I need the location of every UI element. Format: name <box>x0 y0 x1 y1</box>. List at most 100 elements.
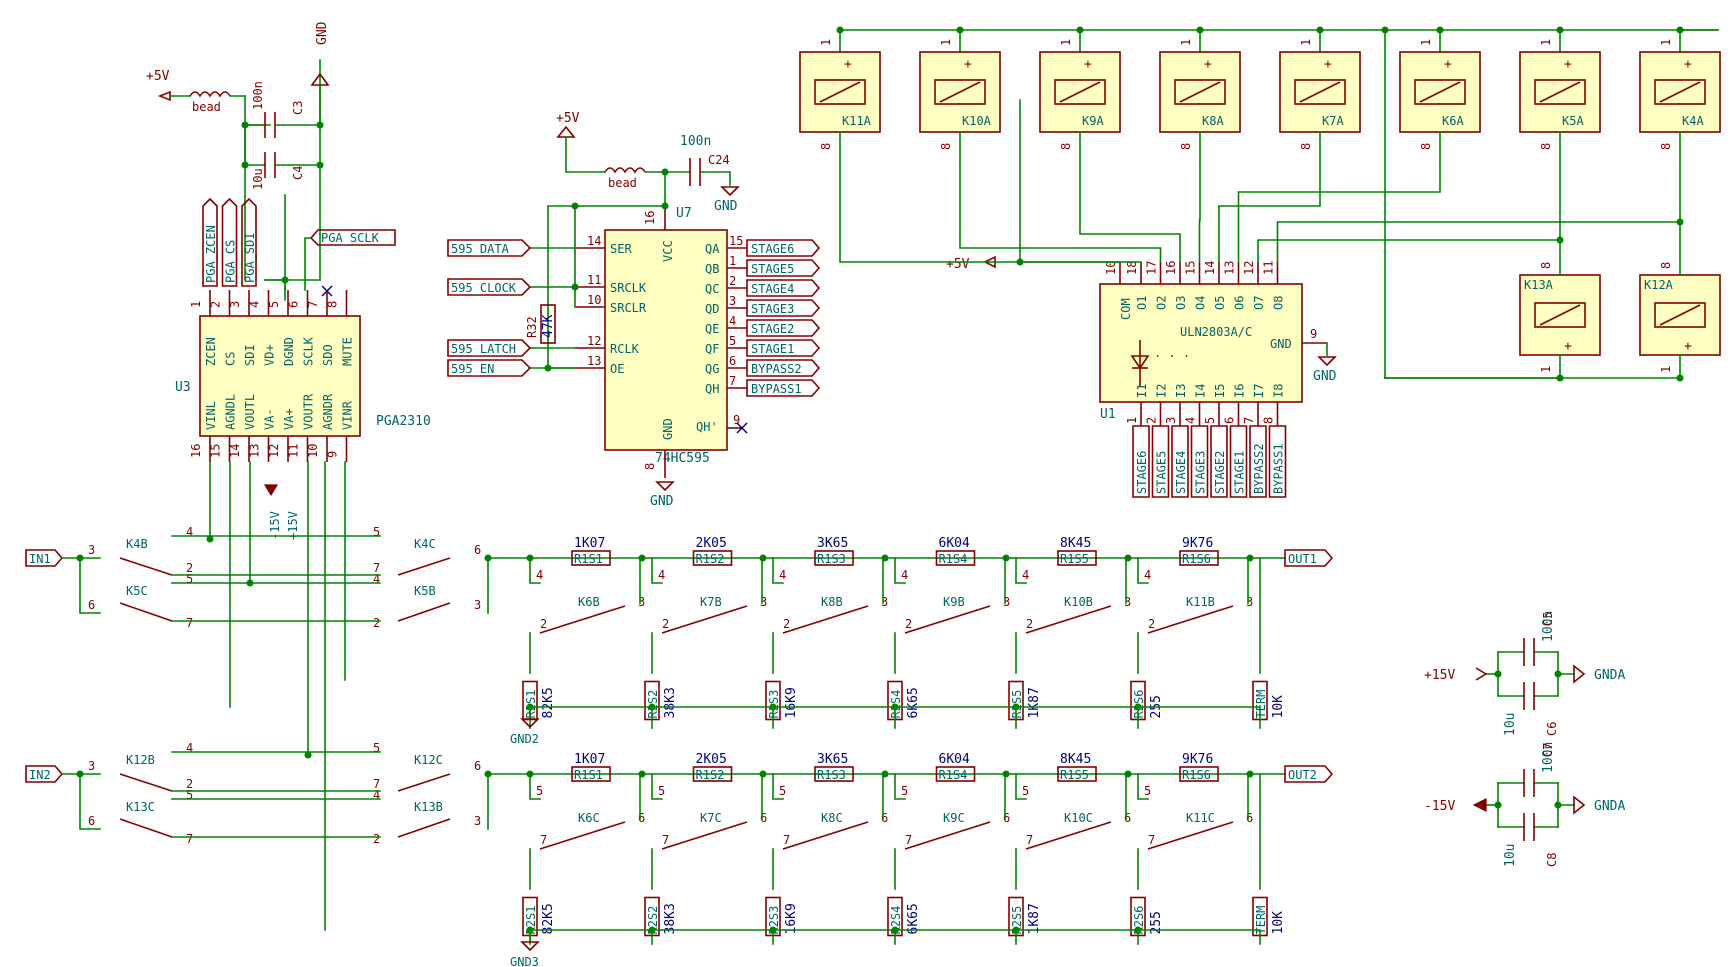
switch-ref: K7C <box>700 811 722 825</box>
gnda-icon <box>1573 795 1586 815</box>
u7-net-label: STAGE2 <box>751 322 794 336</box>
coil-pin-num: 1 <box>1299 39 1313 46</box>
shunt-tap <box>1015 557 1027 584</box>
junction-dot <box>956 26 964 34</box>
coil-symbol-icon <box>1654 302 1706 328</box>
coil-ref: K12A <box>1644 278 1674 292</box>
switch-pin-num: 3 <box>638 595 645 609</box>
switch-pin-num: 2 <box>373 616 380 630</box>
u3-pin-num: 5 <box>267 301 281 308</box>
cap-ref: C5 <box>1541 612 1555 626</box>
u1-in-flag <box>1210 425 1228 498</box>
u7-pin-name: QH <box>705 382 719 396</box>
u1-out-pin-name: O1 <box>1135 296 1149 310</box>
ground-label: GND2 <box>510 732 539 746</box>
output-switch-b <box>397 602 451 622</box>
coil-drive-wire <box>1079 151 1181 263</box>
u3-pin-num: 16 <box>189 444 203 458</box>
c4-value: 10u <box>251 168 265 190</box>
resistor-value: 6K65 <box>906 903 921 934</box>
u1-out-pin-num: 18 <box>1125 261 1139 275</box>
u7-net-flag <box>746 379 821 397</box>
shunt-switch <box>1147 821 1234 850</box>
u3-pin-name: AGNDL <box>224 394 238 430</box>
power-arrow-m15v-icon <box>263 484 279 497</box>
coil-pin-num: 8 <box>1059 143 1073 150</box>
u7-net-flag <box>746 359 821 377</box>
bead-u7-label: bead <box>608 176 637 190</box>
resistor-ref: R2S5 <box>1010 906 1024 935</box>
u3-pin-name: SDI <box>243 344 257 366</box>
u7-net-label: 595_DATA <box>451 242 510 256</box>
u3-pin-num: 4 <box>248 301 262 308</box>
switch-pin-num: 5 <box>186 572 193 586</box>
coil-ref: K11A <box>842 114 872 128</box>
coil-diagonal <box>1059 81 1101 103</box>
switch-ref: K13C <box>126 800 155 814</box>
c24-value: 100n <box>680 134 711 149</box>
switch-pin-num: 6 <box>1124 811 1131 825</box>
resistor-ref: R2S6 <box>1132 906 1146 935</box>
shunt-switch <box>1025 605 1112 634</box>
coil-ref: K9A <box>1082 114 1104 128</box>
switch-pin-num: 2 <box>186 561 193 575</box>
resistor-value: 2K05 <box>696 752 727 767</box>
coil-plus: + <box>1564 57 1572 72</box>
switch-ref: K11C <box>1186 811 1215 825</box>
u7-pin-name: QD <box>705 302 719 316</box>
switch-pin-num: 5 <box>658 784 665 798</box>
cap-ref: C8 <box>1545 853 1559 867</box>
cap-ref: C6 <box>1545 722 1559 736</box>
u3-ref: U3 <box>175 380 191 395</box>
coil-diagonal <box>1659 81 1701 103</box>
cap-ref: C7 <box>1541 743 1555 757</box>
c3-value: 100n <box>251 81 265 110</box>
gnd-bus <box>529 929 1261 945</box>
u1-in-net: BYPASS1 <box>1272 443 1286 494</box>
u7-qh2-pin-num: 9 <box>733 413 740 427</box>
switch-ref: K7B <box>700 595 722 609</box>
cap-value: 100n <box>1541 611 1556 642</box>
u7-net-flag <box>746 279 821 297</box>
u7-pin-name: QC <box>705 282 719 296</box>
gnd-icon <box>310 72 330 86</box>
resistor-value: 38K3 <box>663 687 678 718</box>
coil-pin-num: 1 <box>819 39 833 46</box>
coil-ref: K4A <box>1682 114 1704 128</box>
coil-pin-num: 1 <box>1179 39 1193 46</box>
resistor-ref: R1S6 <box>1182 552 1211 566</box>
switch-pin-num: 3 <box>474 598 481 612</box>
junction-dot <box>836 26 844 34</box>
u7-pin-num: 14 <box>587 234 601 248</box>
u1-gnd-name: GND <box>1270 337 1292 351</box>
resistor-series-2 <box>814 766 854 782</box>
resistor-ref: TERM <box>1254 906 1268 935</box>
switch-ref: K5C <box>126 584 148 598</box>
junction-dot <box>206 535 214 543</box>
u1-in-pin-num: 5 <box>1203 417 1217 424</box>
switch-pin-num: 6 <box>881 811 888 825</box>
switch-pin-num: 6 <box>760 811 767 825</box>
switch-pin-num: 3 <box>88 759 95 773</box>
u1-out-pin-name: O8 <box>1272 296 1286 310</box>
shunt-tap <box>651 557 663 584</box>
resistor-series-3 <box>935 766 976 782</box>
junction-dot <box>544 364 552 372</box>
resistor-ref: R2S3 <box>767 906 781 935</box>
switch-ref: K4C <box>414 537 436 551</box>
switch-pin-num: 7 <box>540 833 547 847</box>
coil-symbol-icon <box>1294 79 1346 105</box>
junction-dot <box>1556 236 1564 244</box>
switch-pin-num: 6 <box>88 598 95 612</box>
u3-ctl-label-flag <box>202 197 218 287</box>
switch-pin-num: 5 <box>373 741 380 755</box>
resistor-series-4 <box>1057 766 1097 782</box>
u3-value: PGA2310 <box>376 414 431 429</box>
u3-pin-name: VOUTL <box>243 394 257 430</box>
u1-in-pin-name: I2 <box>1155 384 1169 398</box>
u3-pin-num: 2 <box>209 301 223 308</box>
junction-dot <box>1554 670 1562 678</box>
u7-pin-name: SRCLK <box>610 281 647 295</box>
u1-com-pin-num: 10 <box>1104 261 1118 275</box>
